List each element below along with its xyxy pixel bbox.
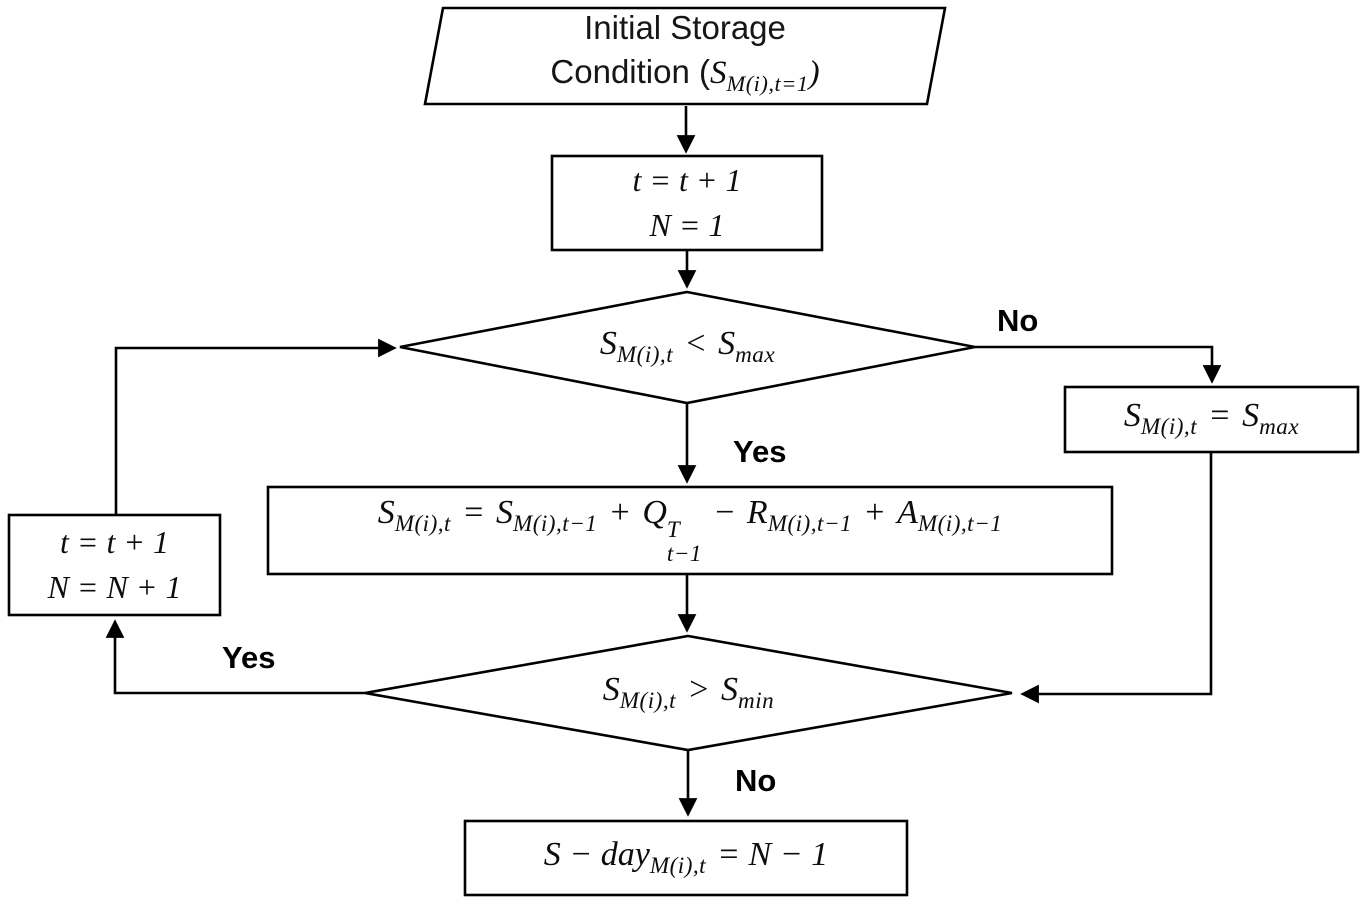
check-min-lhs: S — [602, 670, 620, 708]
start-var-subscript: M(i),t=1 — [726, 70, 809, 96]
start-condition-formula: SM(i),t=1) — [710, 55, 820, 96]
cap-max-operator: = — [1208, 397, 1232, 435]
check-max-operator: < — [684, 325, 708, 363]
mass-balance-box-shape — [266, 485, 1114, 576]
edge-label-yes-min: Yes — [222, 640, 276, 675]
edge-label-yes-max: Yes — [733, 434, 787, 469]
check-max-lhs: S — [599, 325, 617, 363]
check-min-lhs-sub: M(i),t — [619, 688, 677, 715]
mb-v1-sub: M(i),t — [394, 511, 451, 538]
check-max-formula: SM(i),t<Smax — [600, 325, 775, 369]
cap-max-lhs: S — [1123, 397, 1141, 435]
cap-max-rhs-sub: max — [1259, 414, 1300, 441]
edge-no-to-cap-max — [975, 345, 1222, 384]
result-sub: M(i),t — [649, 853, 707, 880]
check-min-rhs: S — [721, 670, 739, 708]
check-max-diamond-shape — [399, 290, 976, 405]
init-label-line1: t = t + 1 — [632, 162, 742, 198]
edge-increment-to-check-max — [114, 338, 397, 515]
mb-v3: Q — [642, 494, 667, 532]
check-max-rhs: S — [718, 325, 736, 363]
init-box-shape — [550, 154, 824, 252]
mb-v4: R — [746, 494, 768, 532]
result-label: S − dayM(i),t = N − 1 — [465, 821, 907, 895]
check-min-operator: > — [687, 670, 711, 708]
start-label-lines: Initial Storage Condition (SM(i),t=1) — [550, 6, 819, 106]
start-label-line1: Initial Storage — [584, 9, 786, 47]
increment-label: t = t + 1 N = N + 1 — [9, 515, 220, 615]
start-parallelogram-shape — [423, 6, 947, 106]
start-label: Initial Storage Condition (SM(i),t=1) — [425, 8, 945, 104]
start-var: S — [710, 55, 727, 92]
check-max-lhs-sub: M(i),t — [616, 342, 674, 369]
edge-cap-max-to-check-min — [1020, 453, 1213, 704]
cap-max-formula: SM(i),t=Smax — [1124, 397, 1299, 441]
mb-v3-sup: T — [666, 517, 681, 544]
init-label-line2: N = 1 — [649, 207, 725, 243]
mb-equals: = — [461, 494, 485, 532]
increment-box-shape — [7, 513, 222, 617]
edge-label-no-min: No — [735, 763, 777, 798]
start-label-line2: Condition (SM(i),t=1) — [550, 50, 819, 106]
mb-v3-sub: t−1 — [666, 541, 702, 567]
init-label: t = t + 1 N = 1 — [552, 156, 822, 250]
cap-max-rhs: S — [1242, 397, 1260, 435]
check-min-label: SM(i),t>Smin — [365, 636, 1012, 750]
increment-label-lines: t = t + 1 N = N + 1 — [48, 520, 182, 610]
init-label-lines: t = t + 1 N = 1 — [633, 158, 742, 248]
check-max-label: SM(i),t<Smax — [400, 292, 975, 403]
cap-max-lhs-sub: M(i),t — [1140, 414, 1198, 441]
mb-v1: S — [377, 494, 395, 532]
start-condition-text: Condition ( — [550, 53, 710, 91]
cap-max-box-shape — [1063, 385, 1360, 454]
edge-label-no-max: No — [997, 303, 1039, 338]
mb-minus: − — [712, 494, 736, 532]
increment-label-line2: N = N + 1 — [47, 569, 182, 605]
mb-v5: A — [897, 494, 918, 532]
mb-v5-sub: M(i),t−1 — [917, 511, 1003, 538]
result-post: = N − 1 — [717, 835, 829, 873]
mb-v2-sub: M(i),t−1 — [512, 511, 598, 538]
mb-plus1: + — [608, 494, 632, 532]
check-min-rhs-sub: min — [738, 688, 775, 715]
cap-max-label: SM(i),t=Smax — [1065, 387, 1358, 452]
mb-v2: S — [495, 494, 513, 532]
check-max-rhs-sub: max — [735, 342, 776, 369]
start-close-paren: ) — [808, 55, 820, 92]
check-min-formula: SM(i),t>Smin — [603, 671, 774, 715]
result-formula: S − dayM(i),t = N − 1 — [544, 836, 828, 880]
edge-yes-to-increment — [105, 619, 365, 695]
mb-v4-sub: M(i),t−1 — [767, 511, 853, 538]
increment-label-line1: t = t + 1 — [60, 524, 169, 560]
result-box-shape — [463, 819, 909, 897]
result-pre: S − day — [543, 835, 650, 873]
mb-plus2: + — [863, 494, 887, 532]
check-min-diamond-shape — [364, 634, 1013, 752]
